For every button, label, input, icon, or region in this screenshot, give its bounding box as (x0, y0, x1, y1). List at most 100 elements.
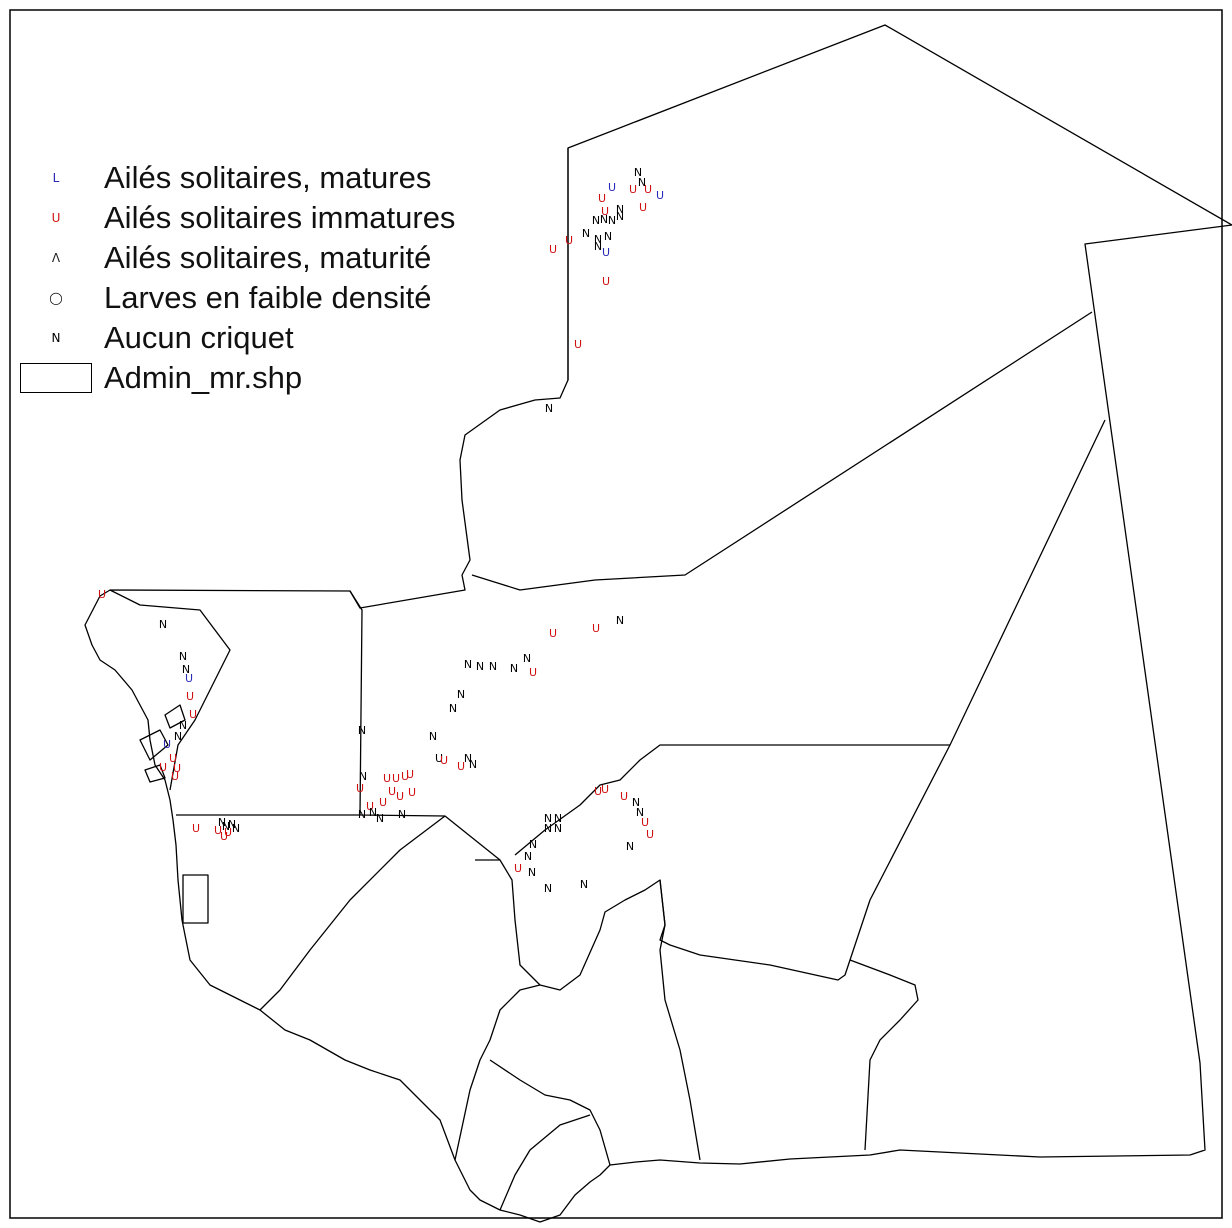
maturing-adult-icon: Λ (51, 251, 61, 265)
observation-point-none: N (523, 652, 531, 665)
observation-point-immature: U (592, 622, 600, 635)
region-boundary-inchiri (349, 419, 1106, 991)
nouakchott-district (182, 874, 209, 924)
observation-point-immature: U (644, 183, 652, 196)
legend-item-larvae: ◯ Larves en faible densité (18, 278, 431, 318)
observation-point-none: N (544, 812, 552, 825)
observation-point-none: N (544, 882, 552, 895)
observation-point-none: N (554, 822, 562, 835)
observation-point-none: N (528, 866, 536, 879)
observation-point-none: U (435, 752, 443, 765)
observation-point-none: N (179, 650, 187, 663)
region-boundary-brakna (259, 815, 446, 1011)
region-boundary-dakhlet (109, 589, 231, 791)
observation-point-none: N (529, 838, 537, 851)
observation-point-immature: U (173, 762, 181, 775)
observation-point-none: N (524, 850, 532, 863)
legend-item-maturing: Λ Ailés solitaires, maturité (18, 238, 431, 278)
observation-point-none: N (616, 203, 624, 216)
observation-point-immature: U (549, 243, 557, 256)
observation-point-none: N (464, 752, 472, 765)
legend-item-admin: Admin_mr.shp (18, 358, 302, 398)
observation-point-immature: U (440, 754, 448, 767)
coast-islands (139, 704, 186, 783)
observation-point-immature: U (401, 770, 409, 783)
observation-point-immature: U (601, 205, 609, 218)
observation-point-immature: U (594, 785, 602, 798)
observation-point-none: N (222, 820, 230, 833)
observation-point-immature: U (366, 800, 374, 813)
observation-point-none: N (580, 878, 588, 891)
observation-point-none: N (592, 214, 600, 227)
legend-label: Ailés solitaires, matures (104, 160, 432, 195)
observation-point-none: N (228, 818, 236, 831)
observation-point-none: N (376, 812, 384, 825)
legend-label: Ailés solitaires immatures (104, 200, 456, 235)
observation-point-immature: U (514, 862, 522, 875)
region-boundary-hodh-gharbi (849, 959, 919, 1151)
observation-point-none: N (182, 663, 190, 676)
observation-point-none: N (594, 240, 602, 253)
observation-point-immature: U (602, 275, 610, 288)
observation-point-none: N (636, 806, 644, 819)
admin-boundaries (84, 24, 1232, 1223)
observation-point-none: N (632, 796, 640, 809)
legend-item-none: N Aucun criquet (18, 318, 294, 358)
no-locust-icon: N (51, 331, 61, 345)
observation-point-none: N (449, 702, 457, 715)
observation-point-immature: U (159, 761, 167, 774)
observation-point-none: N (544, 822, 552, 835)
observation-point-immature: U (392, 772, 400, 785)
observation-point-none: N (594, 233, 602, 246)
observation-point-none: N (174, 730, 182, 743)
observation-point-none: N (582, 227, 590, 240)
observation-point-immature: U (620, 790, 628, 803)
observation-point-immature: U (629, 183, 637, 196)
observation-point-none: N (398, 808, 406, 821)
legend-label: Aucun criquet (104, 320, 294, 355)
observation-point-immature: U (220, 830, 228, 843)
observation-point-none: N (616, 614, 624, 627)
immature-adult-icon: U (51, 211, 61, 225)
observation-point-none: N (218, 816, 226, 829)
observation-point-none: N (358, 724, 366, 737)
observation-point-immature: U (565, 234, 573, 247)
observation-point-none: N (469, 758, 477, 771)
observation-point-none: N (510, 662, 518, 675)
legend-label: Ailés solitaires, maturité (104, 240, 432, 275)
observation-point-none: N (464, 658, 472, 671)
observation-point-immature: U (169, 752, 177, 765)
observation-point-none: N (358, 808, 366, 821)
observation-point-immature: U (224, 826, 232, 839)
observation-point-none: N (638, 176, 646, 189)
observation-point-mature: U (185, 672, 193, 685)
observation-point-none: N (554, 812, 562, 825)
observation-point-none: N (608, 214, 616, 227)
region-boundary-guidimakha (489, 1059, 611, 1166)
observation-point-none: N (159, 618, 167, 631)
low-density-larvae-icon: ◯ (49, 291, 63, 305)
legend-label: Admin_mr.shp (104, 360, 303, 395)
observation-point-none: N (359, 770, 367, 783)
observation-point-none: N (616, 210, 624, 223)
observation-point-immature: U (574, 338, 582, 351)
mature-adult-icon: L (52, 171, 60, 185)
observation-point-immature: U (98, 588, 106, 601)
observation-point-immature: U (406, 768, 414, 781)
observation-point-none: N (429, 730, 437, 743)
observation-point-none: N (634, 166, 642, 179)
region-boundary-adrar (471, 311, 1093, 591)
observation-point-none: N (600, 213, 608, 226)
map-border (9, 9, 1223, 1219)
observation-point-mature: U (602, 246, 610, 259)
observation-point-immature: U (189, 708, 197, 721)
observation-point-none: N (604, 230, 612, 243)
observation-point-none: N (489, 660, 497, 673)
observation-point-immature: U (186, 690, 194, 703)
observation-point-immature: U (529, 666, 537, 679)
legend-item-immature: U Ailés solitaires immatures (18, 198, 456, 238)
observation-point-none: N (457, 688, 465, 701)
admin-layer-box-icon (18, 358, 94, 398)
observation-point-mature: U (163, 738, 171, 751)
